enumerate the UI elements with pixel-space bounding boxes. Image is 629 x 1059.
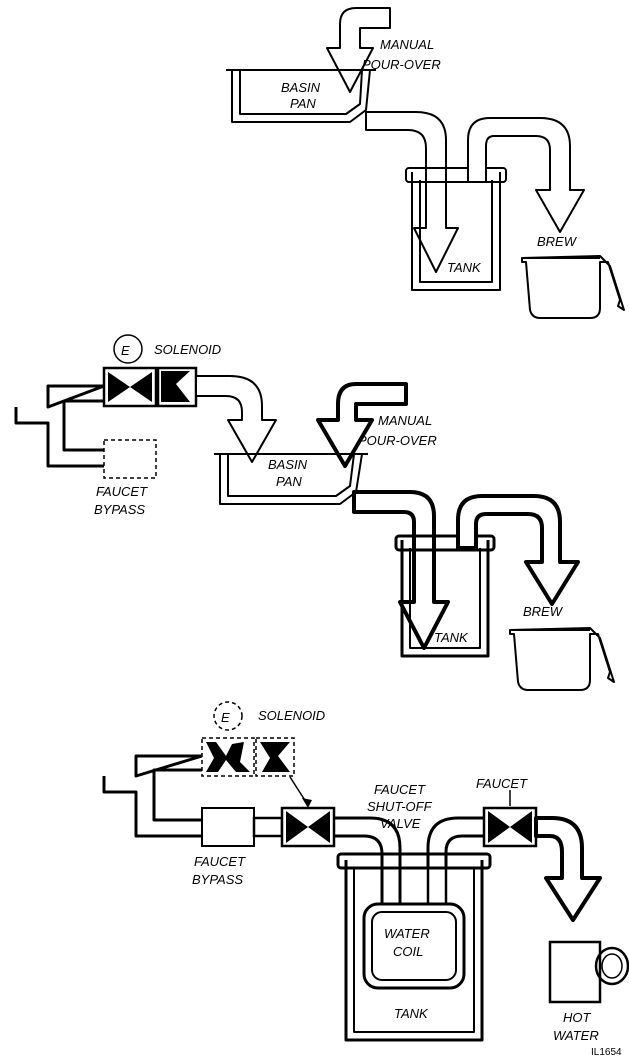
panel-middle: E SOLENOID MANUAL POUR-OVER BASIN P	[14, 334, 615, 691]
basin-pan	[231, 69, 371, 123]
basin-pan-inner	[239, 69, 363, 115]
pointer-arrowhead	[302, 798, 312, 808]
tank	[344, 860, 484, 1042]
faucet-bypass	[201, 807, 255, 847]
tank	[400, 540, 490, 658]
tank	[411, 172, 501, 291]
panel-bottom: E SOLENOID	[102, 701, 629, 1043]
water-coil-label-line2: COIL	[393, 944, 423, 959]
water-coil-label-line1: WATER	[384, 926, 430, 941]
tank-inner	[409, 548, 481, 649]
solenoid-marker-circle	[213, 701, 243, 731]
tank-label: TANK	[447, 260, 482, 275]
solenoid-label: SOLENOID	[154, 342, 221, 357]
tank-inner	[419, 180, 493, 283]
mug-handle	[594, 946, 629, 986]
hot-water-label-line1: HOT	[563, 1010, 592, 1025]
solenoid-valve-half-icon	[260, 742, 290, 772]
solenoid-label: SOLENOID	[258, 708, 325, 723]
brew-pot	[509, 627, 615, 691]
faucet-valve-icon	[488, 811, 532, 843]
faucet-label: FAUCET	[476, 776, 528, 791]
solenoid-marker-circle	[113, 334, 143, 364]
solenoid-marker: E	[221, 710, 230, 725]
mug-handle-inner	[601, 953, 623, 979]
tank-inlet-pipe	[334, 816, 402, 906]
shutoff-label-line3: VALVE	[380, 816, 421, 831]
manual-label-line1: MANUAL	[380, 37, 434, 52]
tank-inner	[353, 868, 475, 1033]
hot-water-label-line2: WATER	[553, 1028, 599, 1043]
manual-label-line1: MANUAL	[378, 413, 432, 428]
tank-label: TANK	[394, 1006, 429, 1021]
tank-label: TANK	[434, 630, 469, 645]
shutoff-label-line2: SHUT-OFF	[367, 799, 433, 814]
pipe-segment	[252, 816, 284, 838]
brew-arrow-thick	[456, 494, 580, 606]
brew-arrow	[467, 117, 585, 233]
brew-pot	[521, 255, 625, 319]
faucet-outlet-pipe	[426, 816, 484, 868]
solenoid-valve-closed-icon	[206, 742, 250, 772]
faucet-bypass-label-line2: BYPASS	[192, 872, 243, 887]
pour-over-arrow-thick	[316, 382, 408, 468]
basin-label-line1: BASIN	[281, 80, 321, 95]
figure-id: IL1654	[591, 1047, 622, 1058]
mug	[548, 940, 602, 1004]
tank-rim	[394, 534, 496, 552]
pour-over-label-line2: POUR-OVER	[358, 433, 437, 448]
water-coil-inner	[371, 911, 457, 981]
hot-water-arrow	[534, 816, 602, 922]
pan-label-line2: PAN	[276, 474, 302, 489]
tank-rim	[336, 852, 492, 870]
solenoid-valve-open-icon	[108, 372, 152, 402]
basin-pan-inner	[227, 453, 355, 497]
faucet-bypass-label-line1: FAUCET	[96, 484, 148, 499]
pour-over-label-line2: POUR-OVER	[362, 57, 441, 72]
panel-top: MANUAL POUR-OVER BASIN PAN TANK BREW	[226, 7, 625, 319]
tank-rim	[405, 167, 507, 183]
shutoff-valve-icon	[286, 811, 330, 843]
faucet-bypass-dashed	[103, 439, 157, 479]
brew-label: BREW	[523, 604, 564, 619]
pan-label-line2: PAN	[290, 96, 316, 111]
shutoff-label-line1: FAUCET	[374, 782, 426, 797]
tank-inlet-arrow	[365, 111, 459, 273]
basin-pan	[219, 453, 363, 505]
basin-label-line1: BASIN	[268, 457, 308, 472]
faucet-bypass-label-line1: FAUCET	[194, 854, 246, 869]
tank-inlet-arrow-thick	[352, 490, 450, 650]
faucet-bypass-label-line2: BYPASS	[94, 502, 145, 517]
solenoid-marker: E	[121, 343, 130, 358]
inlet-manifold	[102, 754, 204, 838]
solenoid-outlet-arrow	[195, 375, 277, 463]
inlet-manifold	[14, 384, 106, 468]
solenoid-valve-half-icon	[161, 371, 190, 402]
brew-label: BREW	[537, 234, 578, 249]
